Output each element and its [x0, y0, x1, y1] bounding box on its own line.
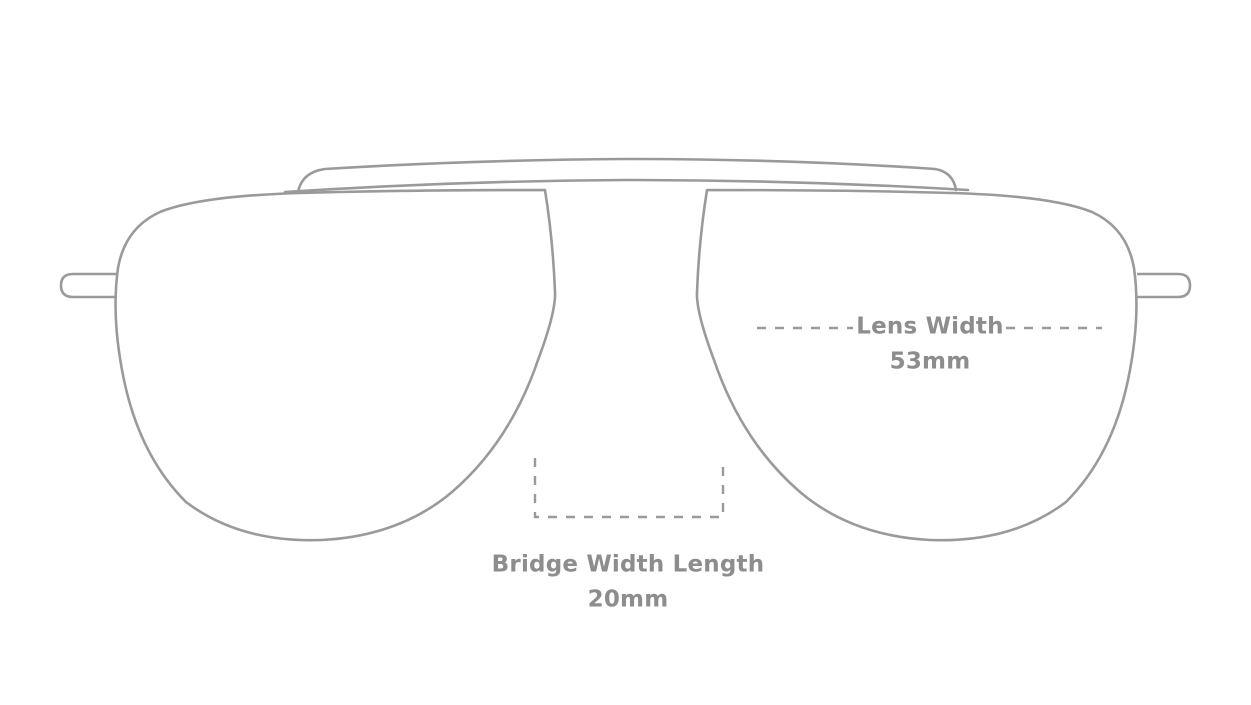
bridge-width-bracket: [533, 458, 725, 519]
lens-width-value: 53mm: [890, 349, 971, 375]
bridge-width-value: 20mm: [588, 587, 669, 613]
right-lens-outline: [695, 188, 1138, 542]
left-lens-outline: [114, 188, 557, 542]
brow-bar-lower-line: [283, 178, 970, 194]
right-hinge-stub-icon: [1137, 272, 1192, 299]
left-hinge-stub-icon: [59, 272, 116, 299]
bridge-width-label: Bridge Width Length: [492, 552, 765, 578]
lens-width-label: Lens Width: [856, 314, 1003, 340]
brow-bar-upper-line: [296, 157, 958, 194]
